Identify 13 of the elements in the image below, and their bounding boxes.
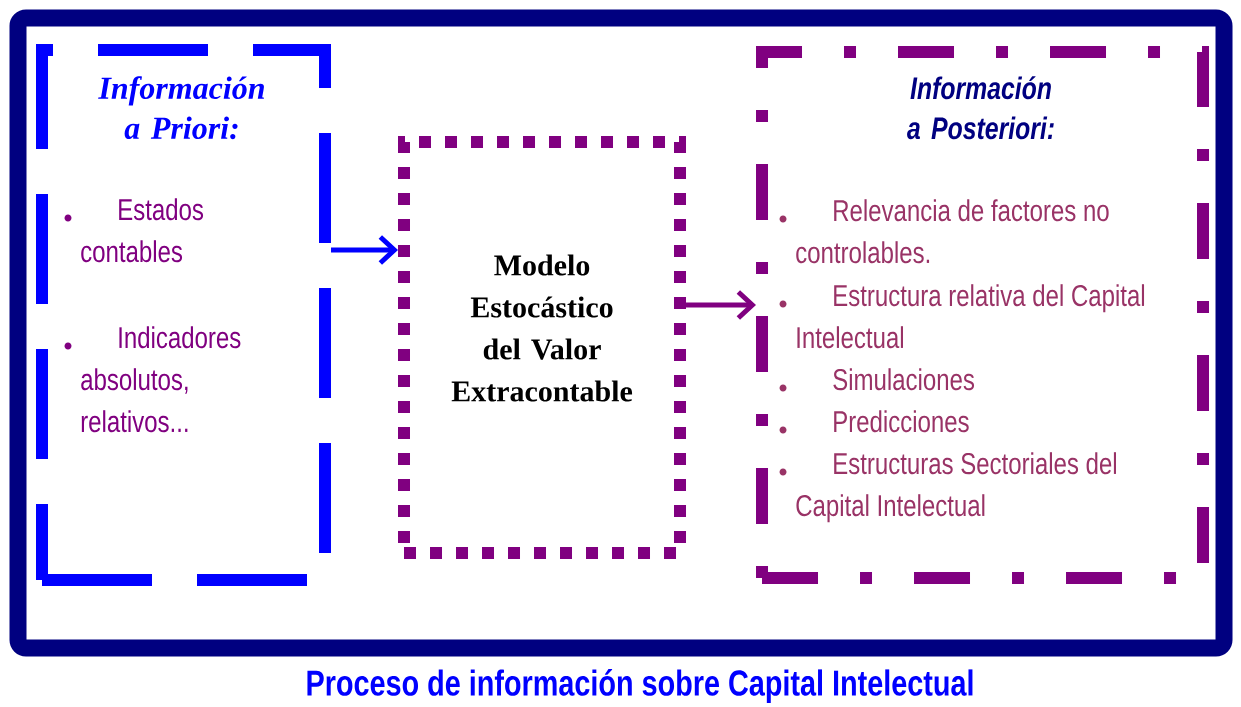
- bullet-item: Indicadores absolutos, relativos...: [81, 326, 241, 433]
- bullet-item: Estados contables: [81, 198, 204, 263]
- bullet-item: Estructura relativa del Capital Intelectual: [797, 284, 1145, 349]
- bullet-item: Estructuras Sectoriales del Capital Intelectual: [796, 452, 1116, 523]
- caption-title: Proceso de información sobre Capital Intelectual: [307, 669, 973, 703]
- arrow: [331, 235, 398, 265]
- box-heading: Información a Priori:: [98, 76, 264, 140]
- bullet-item: Simulaciones: [833, 368, 975, 391]
- bullet-item: Predicciones: [834, 410, 969, 433]
- box-text: Modelo Estocástico del Valor Extracontable: [451, 254, 633, 402]
- arrow: [686, 290, 756, 320]
- bullet-item: Relevancia de factores no controlables.: [796, 199, 1109, 264]
- box-heading: Información a Posteriori:: [907, 76, 1054, 140]
